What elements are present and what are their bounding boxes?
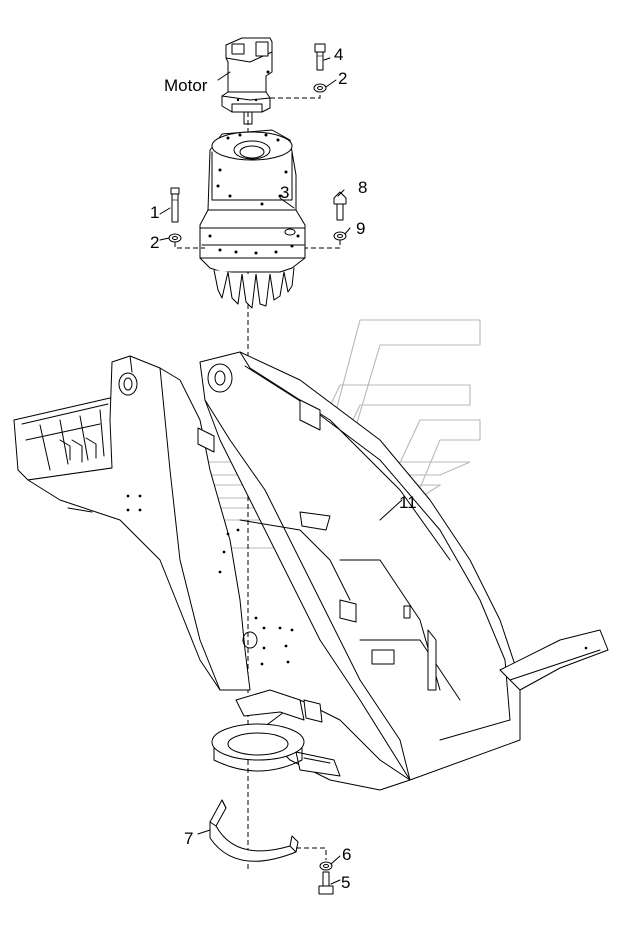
part-7-label: 7 bbox=[184, 829, 193, 848]
motor bbox=[221, 37, 273, 125]
part-2-left-label: 2 bbox=[150, 233, 159, 252]
motor-bolt-leader bbox=[270, 92, 321, 99]
gearbox bbox=[199, 129, 306, 309]
right-bolt-leader bbox=[305, 240, 341, 249]
motor-label: Motor bbox=[164, 76, 208, 95]
part-8-label: 8 bbox=[358, 178, 367, 197]
left-bolt-leader bbox=[174, 242, 205, 249]
part-9-label: 9 bbox=[356, 219, 365, 238]
part-2-top-label: 2 bbox=[338, 69, 347, 88]
part-6-label: 6 bbox=[342, 845, 351, 864]
part-3-label: 3 bbox=[280, 183, 289, 202]
washer-2-left bbox=[168, 233, 182, 243]
shield-7 bbox=[209, 799, 299, 862]
part-11-label: 11 bbox=[399, 493, 417, 512]
part-1-label: 1 bbox=[150, 203, 159, 222]
part-5-label: 5 bbox=[341, 873, 350, 892]
washer-9 bbox=[333, 231, 347, 241]
bolt-4 bbox=[314, 43, 326, 71]
main-frame bbox=[13, 351, 609, 791]
leader-lines bbox=[159, 57, 403, 885]
washer-6 bbox=[319, 861, 333, 871]
part-4-label: 4 bbox=[334, 45, 343, 64]
bolt-1 bbox=[170, 187, 180, 223]
shield-bolt-leader bbox=[296, 847, 327, 860]
washer-2-top bbox=[313, 83, 327, 93]
bolt-8 bbox=[333, 191, 347, 221]
bolt-5 bbox=[318, 871, 334, 895]
